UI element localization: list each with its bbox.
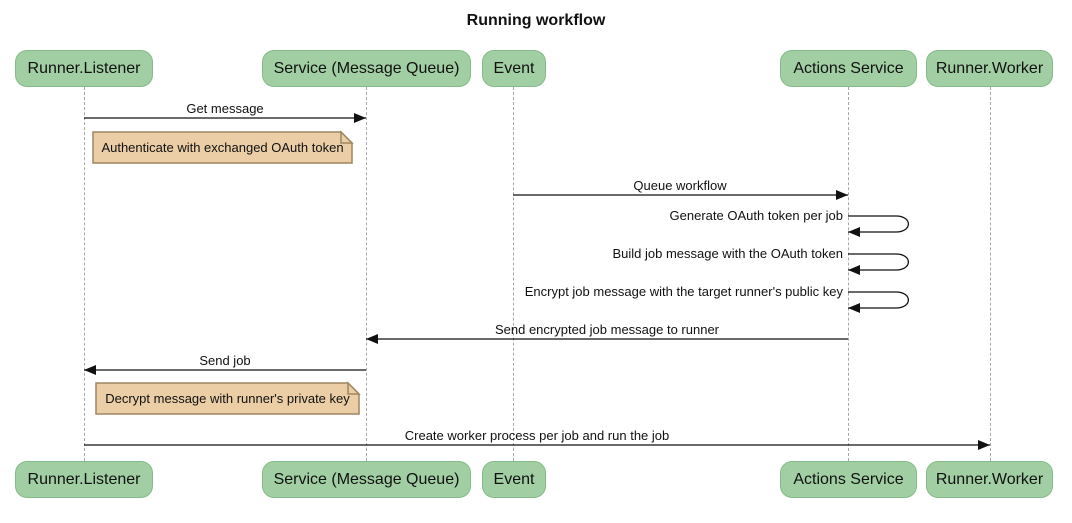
message-build-job-message: Build job message with the OAuth token xyxy=(612,246,843,261)
lifeline-service-message-queue xyxy=(366,87,367,461)
note-shape-authenticate xyxy=(92,131,353,164)
note-fold-decrypt xyxy=(347,381,361,395)
lifeline-runner-listener xyxy=(84,87,85,461)
message-send-job: Send job xyxy=(199,353,251,368)
note-shape-decrypt xyxy=(95,382,360,415)
message-create-worker-process: Create worker process per job and run th… xyxy=(404,428,670,443)
participant-bottom-runner-listener: Runner.Listener xyxy=(15,461,153,498)
participant-top-service-message-queue: Service (Message Queue) xyxy=(262,50,471,87)
arrow-self-build-job-message xyxy=(848,253,910,275)
note-decrypt: Decrypt message with runner's private ke… xyxy=(105,391,350,406)
diagram-title: Running workflow xyxy=(466,12,606,29)
participant-bottom-event: Event xyxy=(482,461,546,498)
message-generate-oauth-token: Generate OAuth token per job xyxy=(669,208,843,223)
participant-top-actions-service: Actions Service xyxy=(780,50,917,87)
participant-top-event: Event xyxy=(482,50,546,87)
note-fold-authenticate xyxy=(340,130,354,144)
message-get-message: Get message xyxy=(186,101,264,116)
note-authenticate: Authenticate with exchanged OAuth token xyxy=(101,140,344,155)
participant-bottom-runner-worker: Runner.Worker xyxy=(926,461,1053,498)
message-queue-workflow: Queue workflow xyxy=(633,178,727,193)
participant-top-runner-worker: Runner.Worker xyxy=(926,50,1053,87)
participant-top-runner-listener: Runner.Listener xyxy=(15,50,153,87)
message-encrypt-job-message: Encrypt job message with the target runn… xyxy=(524,284,843,299)
participant-bottom-service-message-queue: Service (Message Queue) xyxy=(262,461,471,498)
lifeline-runner-worker xyxy=(990,87,991,461)
participant-bottom-actions-service: Actions Service xyxy=(780,461,917,498)
lifeline-event xyxy=(513,87,514,461)
arrow-self-encrypt-job-message xyxy=(848,291,910,313)
message-send-encrypted-job-message: Send encrypted job message to runner xyxy=(494,322,720,337)
arrow-self-generate-oauth-token xyxy=(848,215,910,237)
